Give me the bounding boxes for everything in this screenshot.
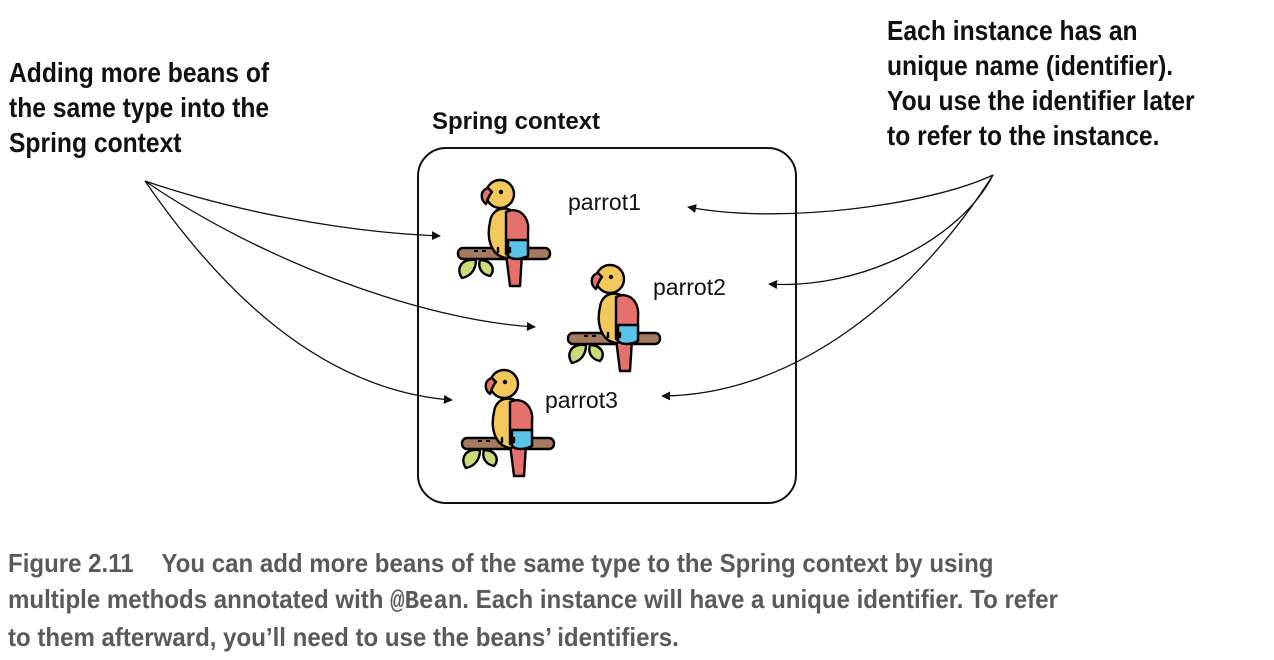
figure-caption: Figure 2.11 You can add more beans of the… bbox=[8, 545, 1211, 655]
parrot2-label: parrot2 bbox=[653, 274, 726, 300]
callout-right-line: Each instance has an bbox=[887, 15, 1138, 46]
arrow-right-to-parrot2 bbox=[768, 174, 994, 290]
caption-line-3: to them afterward, you’ll need to use th… bbox=[8, 622, 679, 652]
arrow-left-to-parrot2 bbox=[144, 180, 536, 331]
parrot3-label: parrot3 bbox=[545, 387, 618, 413]
parrot2-icon bbox=[566, 263, 662, 373]
callout-right-line: to refer to the instance. bbox=[887, 120, 1160, 151]
parrot1-icon bbox=[456, 178, 552, 288]
figure-number: Figure 2.11 bbox=[8, 548, 134, 578]
caption-text: multiple methods annotated with bbox=[8, 584, 391, 614]
caption-line-2: multiple methods annotated with @Bean. E… bbox=[8, 581, 1211, 619]
arrow-left-to-parrot3 bbox=[144, 180, 453, 404]
callout-left-line: Spring context bbox=[9, 127, 182, 158]
callout-adding-beans: Adding more beans of the same type into … bbox=[9, 55, 269, 160]
parrot1-label: parrot1 bbox=[568, 189, 641, 215]
callout-right-line: unique name (identifier). bbox=[887, 50, 1174, 81]
callout-unique-name: Each instance has an unique name (identi… bbox=[887, 13, 1195, 153]
arrow-right-to-parrot3 bbox=[661, 174, 994, 401]
arrow-right-to-parrot1 bbox=[687, 174, 994, 215]
spring-context-title: Spring context bbox=[432, 108, 601, 135]
caption-code-bean: @Bean bbox=[390, 586, 463, 616]
callout-left-line: the same type into the bbox=[9, 92, 270, 123]
arrow-left-to-parrot1 bbox=[144, 180, 441, 241]
callout-left-line: Adding more beans of bbox=[9, 57, 270, 88]
spring-context-box bbox=[417, 147, 797, 504]
parrot3-icon bbox=[460, 368, 556, 478]
caption-line-1: Figure 2.11 You can add more beans of the… bbox=[8, 545, 1211, 581]
caption-text: You can add more beans of the same type … bbox=[161, 548, 994, 578]
callout-right-line: You use the identifier later bbox=[887, 85, 1195, 116]
caption-text: . Each instance will have a unique ident… bbox=[462, 584, 1058, 614]
